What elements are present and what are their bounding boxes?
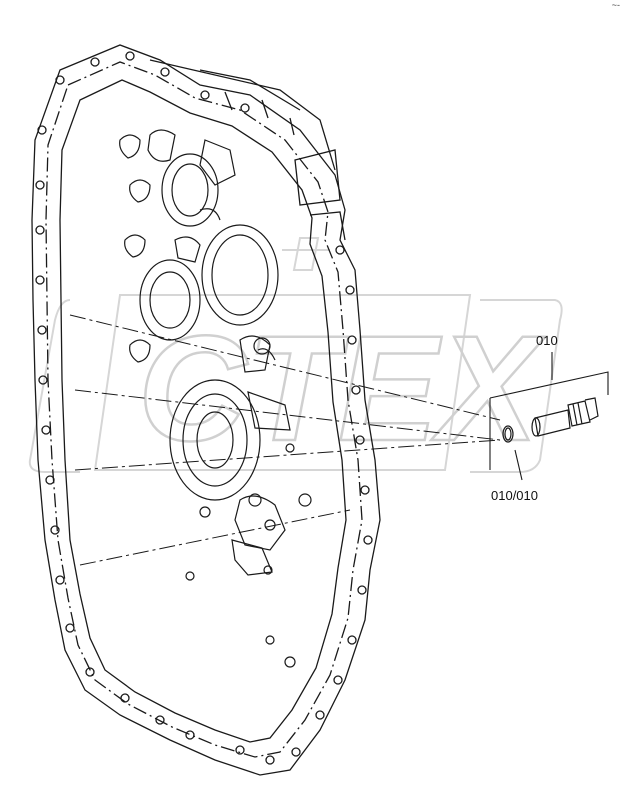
o-ring-part[interactable] [502,425,514,443]
assembly-axis-lines [69,314,501,566]
part-010-group [489,352,609,481]
plug-fitting-part[interactable] [531,397,599,437]
transmission-housing [31,44,381,776]
watermark-text: CTEX [138,304,546,472]
callout-010[interactable]: 010 [536,333,558,348]
bolt-holes [35,51,373,765]
watermark-logo: CTEX [28,237,563,473]
corner-mark: ~- [611,0,620,10]
callout-010-010[interactable]: 010/010 [491,488,538,503]
housing-internals [119,129,312,668]
